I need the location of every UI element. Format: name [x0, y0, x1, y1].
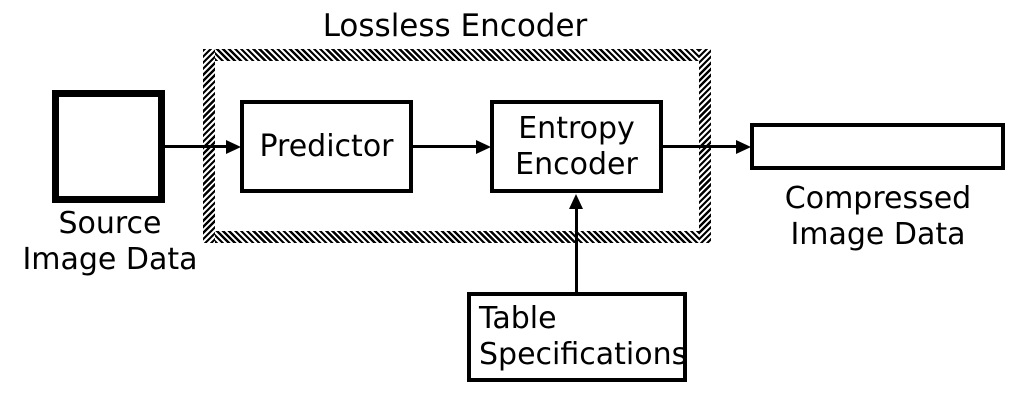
diagram-title: Lossless Encoder [322, 8, 588, 44]
arrow-source-to-predictor-shaft [165, 145, 228, 148]
source-image-data-box [52, 90, 165, 203]
source-image-data-label-line2: Image Data [22, 242, 198, 277]
arrow-source-to-predictor-head [226, 140, 241, 154]
entropy-encoder-label-line2: Encoder [515, 146, 638, 182]
table-specifications-box: Table Specifications [467, 292, 687, 382]
compressed-image-data-label-line2: Image Data [790, 217, 966, 252]
source-image-data-label: Source Image Data [0, 206, 220, 278]
arrow-table-to-entropy-head [569, 194, 583, 209]
predictor-label: Predictor [259, 128, 394, 164]
table-specifications-label-line1: Table [479, 301, 557, 336]
arrow-entropy-to-compressed-shaft [663, 145, 738, 148]
compressed-image-data-label-line1: Compressed [784, 181, 972, 216]
predictor-box: Predictor [240, 100, 413, 193]
entropy-encoder-box: Entropy Encoder [490, 100, 663, 193]
arrow-entropy-to-compressed-head [736, 140, 751, 154]
arrow-table-to-entropy-shaft [575, 205, 578, 292]
entropy-encoder-label-line1: Entropy [518, 110, 635, 146]
compressed-image-data-label: Compressed Image Data [752, 181, 1004, 253]
hatched-border-bottom [203, 231, 711, 243]
source-image-data-label-line1: Source [58, 206, 162, 241]
arrow-predictor-to-entropy-shaft [413, 145, 478, 148]
arrow-predictor-to-entropy-head [476, 140, 491, 154]
compressed-image-data-box [750, 123, 1005, 170]
hatched-border-top [203, 49, 711, 61]
table-specifications-label-line2: Specifications [479, 337, 688, 372]
